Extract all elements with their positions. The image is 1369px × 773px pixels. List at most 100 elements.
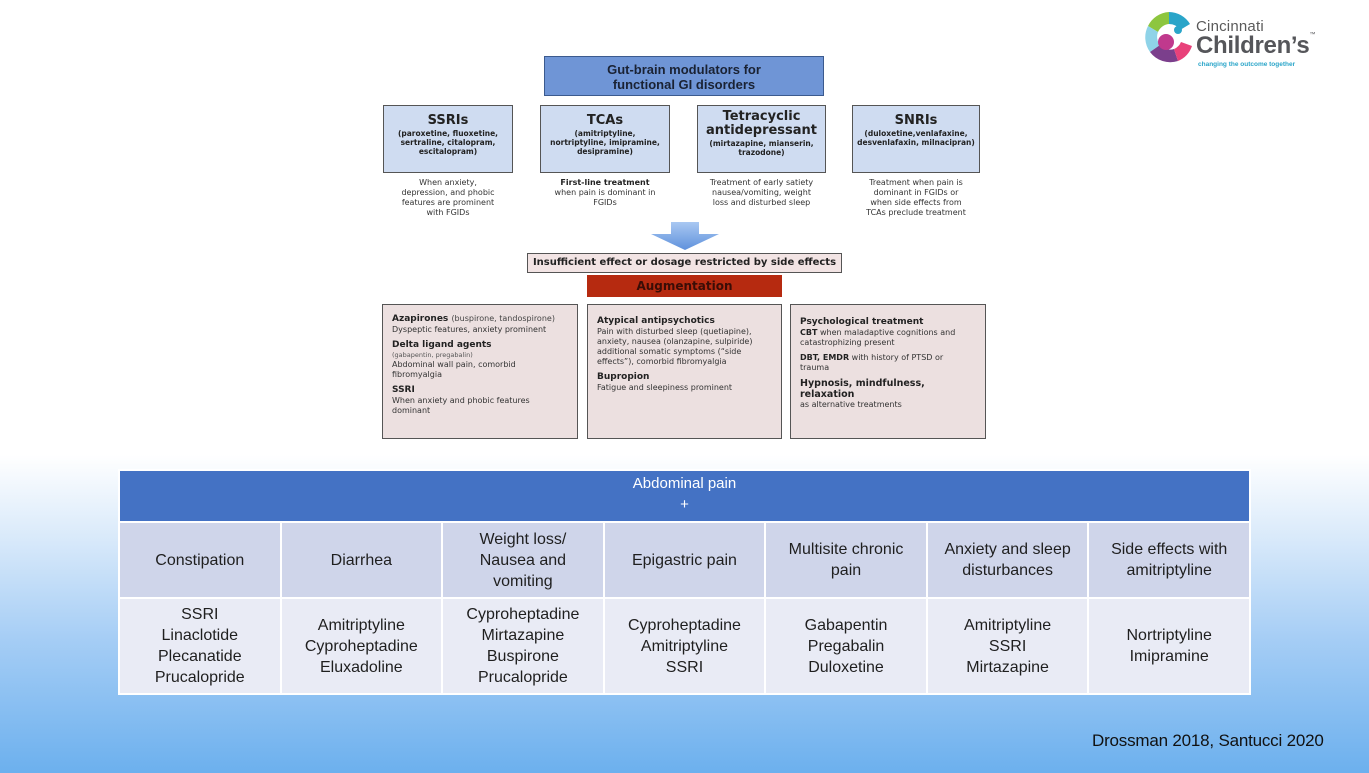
class-name-line1: Tetracyclic <box>722 109 801 124</box>
bupropion-text: Fatigue and sleepiness prominent <box>597 383 733 392</box>
category-line: Side effects with <box>1111 541 1228 558</box>
category-line: Constipation <box>155 551 245 569</box>
class-desc-tcas: First-line treatment when pain is domina… <box>540 178 670 208</box>
augmentation-box: Augmentation <box>587 275 782 297</box>
class-drug-line: desipramine) <box>577 147 633 156</box>
cbt-text-line: catastrophizing present <box>800 338 895 347</box>
drug-line: Amitriptyline <box>640 637 729 655</box>
azapirones-text: Dyspeptic features, anxiety prominent <box>392 325 547 334</box>
desc-line: when side effects from <box>870 198 962 207</box>
class-name: SSRIs <box>427 113 469 128</box>
diagram-title: Gut-brain modulators for functional GI d… <box>544 56 824 96</box>
desc-line: When anxiety, <box>419 178 477 187</box>
table-category-cell: Weight loss/Nausea and vomiting <box>441 521 605 599</box>
category-line: Anxiety and sleep <box>944 541 1071 558</box>
class-box-tcas: TCAs (amitriptyline, nortriptyline, imip… <box>540 105 670 173</box>
cincinnati-childrens-logo: Cincinnati Children’s™ changing the outc… <box>1140 8 1340 70</box>
bupropion-heading: Bupropion <box>597 372 650 382</box>
category-line: Nausea and <box>479 551 567 569</box>
down-arrow-icon <box>651 222 719 250</box>
cbt-label: CBT <box>800 328 818 337</box>
category-line: vomiting <box>493 572 553 590</box>
azapirones-drugs: (buspirone, tandospirone) <box>451 314 555 323</box>
desc-line: Treatment of early satiety <box>709 178 814 187</box>
class-drug-line: escitalopram) <box>418 147 478 156</box>
drug-line: Pregabalin <box>807 637 885 655</box>
drug-line: Imipramine <box>1129 648 1209 665</box>
diagram-title-line1: Gut-brain modulators for <box>607 62 761 77</box>
class-name: SNRIs <box>894 113 938 128</box>
class-drug-line: (mirtazapine, mianserin, <box>709 139 814 148</box>
dbt-text-line: trauma <box>800 363 830 372</box>
class-box-snris: SNRIs (duloxetine,venlafaxine, desvenlaf… <box>852 105 980 173</box>
class-drug-line: (amitriptyline, <box>574 129 636 138</box>
ssri-heading: SSRI <box>392 385 415 395</box>
drug-line: SSRI <box>988 637 1027 655</box>
atypical-text: additional somatic symptoms (“side <box>597 347 742 356</box>
desc-line: loss and disturbed sleep <box>712 198 811 207</box>
azapirones-label: Azapirones <box>392 314 449 324</box>
logo-line1: Cincinnati <box>1196 18 1264 35</box>
category-line: Epigastric pain <box>631 551 737 569</box>
table-category-cell: Multisite chronic pain <box>764 521 928 599</box>
class-drugs: (paroxetine, fluoxetine, sertraline, cit… <box>384 129 512 156</box>
drug-line: Plecanatide <box>157 648 242 665</box>
hypnosis-heading: Hypnosis, mindfulness, relaxation <box>800 378 925 400</box>
drug-line: Cyproheptadine <box>304 637 418 655</box>
atypical-text: anxiety, nausea (olanzapine, sulpiride) <box>597 337 753 346</box>
drug-line: SSRI <box>181 606 219 623</box>
category-line: amitriptyline <box>1126 562 1212 579</box>
class-desc-ssris: When anxiety, depression, and phobic fea… <box>383 178 513 218</box>
delta-ligand-text: fibromyalgia <box>392 370 442 379</box>
atypical-text: effects”), comorbid fibromyalgia <box>597 357 727 366</box>
desc-bold-line: First-line treatment <box>560 178 650 187</box>
drug-line: Linaclotide <box>161 627 239 644</box>
atypical-text: Pain with disturbed sleep (quetiapine), <box>597 327 752 336</box>
cbt-text-line: when maladaptive cognitions and <box>817 328 956 337</box>
desc-line: dominant in FGIDs or <box>873 188 959 197</box>
hypnosis-text: as alternative treatments <box>800 400 902 409</box>
category-line: Multisite chronic <box>788 541 904 558</box>
desc-line: features are prominent <box>401 198 495 207</box>
class-box-tetracyclic: Tetracyclic antidepressant (mirtazapine,… <box>697 105 826 173</box>
aug-box-pharmacologic-2: Atypical antipsychotics Pain with distur… <box>587 304 782 439</box>
desc-line: nausea/vomiting, weight <box>712 188 811 197</box>
class-drug-line: sertraline, citalopram, <box>400 138 496 147</box>
desc-line: FGIDs <box>593 198 617 207</box>
drug-line: Amitriptyline <box>964 616 1052 634</box>
ssri-text: When anxiety and phobic features <box>392 396 530 405</box>
category-line: Weight loss/ <box>479 530 567 548</box>
category-line: pain <box>830 562 862 579</box>
desc-line: TCAs preclude treatment <box>866 208 966 217</box>
dbt-label: DBT, EMDR <box>800 353 850 362</box>
desc-line: when pain is dominant in <box>554 188 656 197</box>
desc-line: Treatment when pain is <box>869 178 963 187</box>
ssri-text: dominant <box>392 406 431 415</box>
class-drugs: (mirtazapine, mianserin, trazodone) <box>698 139 825 157</box>
citation: Drossman 2018, Santucci 2020 <box>1092 731 1324 750</box>
atypical-antipsychotics-heading: Atypical antipsychotics <box>597 316 715 326</box>
drug-line: Buspirone <box>486 648 559 665</box>
drug-line: Gabapentin <box>804 616 888 634</box>
class-name: Tetracyclic antidepressant <box>698 110 825 138</box>
table-header-cell: Abdominal pain + <box>118 469 1251 523</box>
table-category-cell: Constipation <box>118 521 282 599</box>
logo-line2-text: Children’s <box>1196 32 1310 59</box>
logo-tagline: changing the outcome together <box>1198 61 1296 68</box>
dbt-text-line: with history of PTSD or <box>849 353 944 362</box>
cbt-text: CBT when maladaptive cognitions and <box>800 328 976 338</box>
desc-line: depression, and phobic <box>401 188 495 197</box>
class-desc-snris: Treatment when pain is dominant in FGIDs… <box>852 178 980 218</box>
drug-line: Prucalopride <box>154 669 245 686</box>
drug-line: Mirtazapine <box>966 658 1049 676</box>
insufficient-effect-box: Insufficient effect or dosage restricted… <box>527 253 842 273</box>
